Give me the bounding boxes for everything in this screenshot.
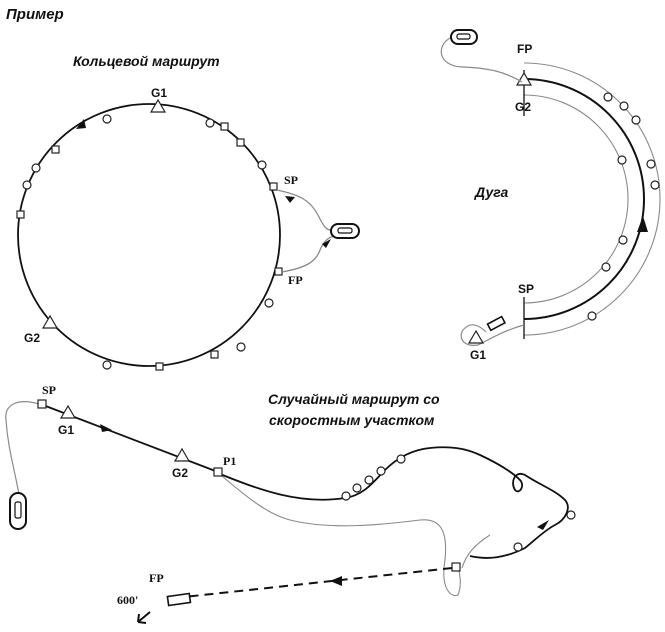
arc-path-main — [523, 78, 645, 320]
g2-triangle-marker — [41, 314, 59, 329]
circular-connector-arrow — [322, 239, 331, 248]
circular-start-connector — [276, 189, 336, 231]
random-circle-marker — [341, 491, 351, 501]
random-circle-marker — [352, 483, 362, 493]
arc-label-fp: FP — [517, 42, 532, 56]
random-route-title-line1: Случайный маршрут со — [268, 391, 440, 407]
circle-marker — [22, 180, 32, 190]
circle-marker — [236, 342, 246, 352]
sp-square-marker — [269, 182, 278, 191]
arc-direction-arrow — [637, 216, 648, 232]
arc-g2-triangle-marker — [515, 71, 533, 86]
random-sp-square-marker — [37, 399, 47, 409]
p1-square-marker — [213, 467, 223, 477]
finish-direction-arrow-icon — [137, 611, 151, 624]
page-title: Пример — [6, 6, 64, 23]
arc-circle-marker — [619, 101, 629, 111]
square-marker — [16, 210, 25, 219]
car-icon-window — [14, 501, 22, 519]
random-circle-marker — [364, 475, 374, 485]
arc-circle-marker — [646, 159, 656, 169]
random-start-connector — [5, 401, 40, 501]
circular-route-path — [17, 103, 281, 367]
circular-route-title: Кольцевой маршрут — [73, 53, 220, 69]
random-label-p1: P1 — [223, 454, 236, 468]
arc-finish-connector — [460, 324, 525, 346]
arc-circle-marker — [650, 180, 660, 190]
random-route: Случайный маршрут со скоростным участком — [5, 383, 576, 624]
random-label-g1: G1 — [58, 423, 74, 437]
arc-label-sp: SP — [518, 282, 534, 296]
arc-circle-marker — [603, 92, 613, 102]
arc-circle-marker — [618, 235, 628, 245]
circle-marker — [31, 163, 41, 173]
circular-route-markers — [16, 98, 283, 371]
square-marker — [155, 362, 164, 371]
random-direction-arrow — [330, 576, 342, 586]
random-direction-arrow — [100, 424, 112, 432]
random-direction-arrow — [537, 520, 549, 530]
circular-route-direction-arrow — [76, 119, 86, 129]
car-icon — [486, 315, 507, 332]
square-marker — [220, 122, 229, 131]
arc-path-outer — [523, 62, 661, 336]
random-speed-section-dashed-line — [183, 567, 453, 598]
random-circle-marker — [566, 510, 576, 520]
random-route-title-line2: скоростным участком — [269, 412, 435, 428]
random-label-distance: 600' — [117, 593, 138, 607]
arc-label-g1: G1 — [470, 348, 486, 362]
arc-circle-marker — [631, 115, 641, 125]
circle-marker — [205, 118, 215, 128]
random-circle-marker — [513, 542, 523, 552]
arc-g1-triangle-marker — [467, 329, 485, 344]
random-g2-triangle-marker — [173, 447, 191, 462]
arc-circle-marker — [587, 311, 597, 321]
arc-circle-marker — [601, 262, 611, 272]
random-route-gray-path — [221, 475, 461, 597]
circle-marker — [102, 360, 112, 370]
circular-label-g1: G1 — [151, 86, 167, 100]
circular-label-sp: SP — [284, 173, 298, 187]
fp-square-marker — [274, 267, 283, 276]
random-circle-marker — [376, 466, 386, 476]
random-circle-marker — [396, 454, 406, 464]
circular-label-g2: G2 — [24, 331, 40, 345]
random-label-sp: SP — [42, 383, 56, 397]
random-route-gray-path — [461, 534, 491, 569]
circle-marker — [257, 160, 267, 170]
square-marker — [51, 145, 60, 154]
g1-triangle-marker — [149, 98, 167, 113]
circular-connector-arrow — [285, 196, 295, 203]
circle-marker — [264, 298, 274, 308]
arc-route-title: Дуга — [474, 184, 509, 200]
arc-label-g2: G2 — [515, 100, 531, 114]
arc-circle-marker — [617, 155, 627, 165]
random-label-g2: G2 — [172, 466, 188, 480]
square-marker — [210, 350, 219, 359]
random-route-winding-path — [219, 446, 569, 559]
random-square-marker — [451, 562, 461, 572]
arc-path-inner — [523, 94, 629, 304]
circular-route: Кольцевой маршрут G1 G2 — [16, 53, 360, 371]
random-route-markers — [37, 399, 576, 572]
random-g1-triangle-marker — [59, 404, 77, 419]
square-marker — [236, 138, 245, 147]
circle-marker — [102, 114, 112, 124]
car-icon-window — [456, 33, 471, 40]
arc-start-connector — [440, 37, 523, 83]
arc-route: Дуга FP G2 SP G1 — [440, 29, 661, 362]
car-icon-window — [337, 227, 353, 234]
random-label-fp: FP — [149, 571, 164, 585]
car-icon — [166, 592, 192, 607]
circular-finish-connector — [281, 235, 338, 273]
circular-label-fp: FP — [288, 273, 303, 287]
